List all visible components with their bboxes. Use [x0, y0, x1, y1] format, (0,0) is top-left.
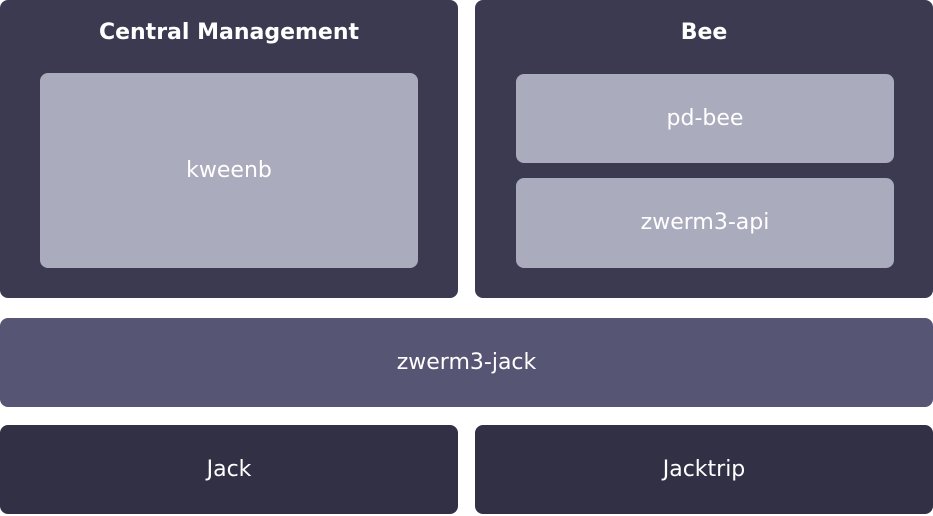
jack-layer: Jack	[0, 425, 458, 514]
central-management-panel: Central Management kweenb	[0, 0, 458, 298]
jacktrip-layer: Jacktrip	[475, 425, 933, 514]
kweenb-component: kweenb	[40, 73, 418, 268]
zwerm3-api-component: zwerm3-api	[516, 178, 894, 268]
pd-bee-component: pd-bee	[516, 74, 894, 163]
bee-title: Bee	[680, 20, 728, 45]
central-management-title: Central Management	[98, 20, 360, 45]
zwerm3-jack-layer: zwerm3-jack	[0, 318, 933, 407]
bee-panel: Bee pd-bee zwerm3-api	[475, 0, 933, 298]
